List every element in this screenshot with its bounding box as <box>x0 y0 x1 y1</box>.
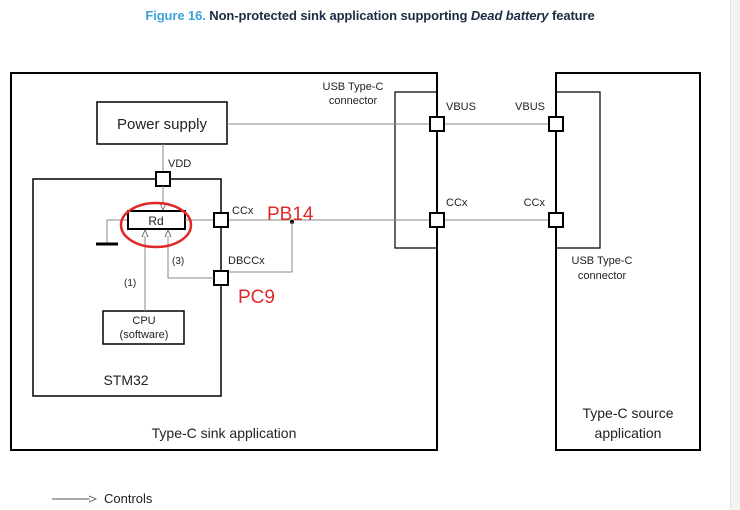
cpu-box <box>102 310 185 345</box>
stm32-label: STM32 <box>103 372 148 388</box>
stm32-dbccx-pin <box>213 270 229 286</box>
dbccx-control-arrow <box>168 230 214 279</box>
title-text-after: feature <box>548 8 595 23</box>
source-application-label-1: Type-C source <box>582 405 673 421</box>
source-application-box <box>555 72 701 451</box>
power-supply-box <box>96 101 228 145</box>
vdd-label: VDD <box>168 158 191 170</box>
figure-title: Figure 16. Non-protected sink applicatio… <box>0 8 740 23</box>
source-ccx-pin <box>548 212 564 228</box>
dbccx-wire <box>221 222 293 273</box>
cpu-software-label: (software) <box>120 329 169 341</box>
dbccx-label: DBCCx <box>228 255 265 267</box>
vdd-pin <box>155 171 171 187</box>
power-supply-label: Power supply <box>117 116 208 133</box>
rd-highlight-circle <box>119 201 193 249</box>
sink-vbus-label: VBUS <box>446 101 476 113</box>
source-connector-label-1: USB Type-C <box>572 255 633 267</box>
sink-ccx-label: CCx <box>446 197 468 209</box>
source-connector-outline <box>556 91 601 249</box>
sink-ccx-pin <box>429 212 445 228</box>
source-application-label-2: application <box>595 425 662 441</box>
stm32-ccx-label: CCx <box>232 205 254 217</box>
legend-controls-label: Controls <box>104 491 153 506</box>
title-italic: Dead battery <box>470 8 549 23</box>
cpu-label: CPU <box>132 315 155 327</box>
pc9-annotation: PC9 <box>238 287 275 308</box>
sink-connector-label-2: connector <box>329 95 378 107</box>
scrollbar-gutter <box>730 0 740 510</box>
sink-connector-label-1: USB Type-C <box>323 81 384 93</box>
title-text: Non-protected sink application supportin… <box>209 8 471 23</box>
sink-vbus-pin <box>429 116 445 132</box>
rd-label: Rd <box>148 214 163 228</box>
stm32-box <box>32 178 222 397</box>
source-connector-label-2: connector <box>578 270 627 282</box>
figure-number: Figure 16. <box>145 8 206 23</box>
source-vbus-pin <box>548 116 564 132</box>
source-vbus-label: VBUS <box>515 101 545 113</box>
pb14-annotation: PB14 <box>267 204 314 225</box>
note-1-label: (1) <box>124 278 136 289</box>
sink-connector-outline <box>394 91 437 249</box>
stm32-ccx-pin <box>213 212 229 228</box>
sink-application-label: Type-C sink application <box>152 425 297 441</box>
source-ccx-label: CCx <box>524 197 546 209</box>
note-3-label: (3) <box>172 256 184 267</box>
